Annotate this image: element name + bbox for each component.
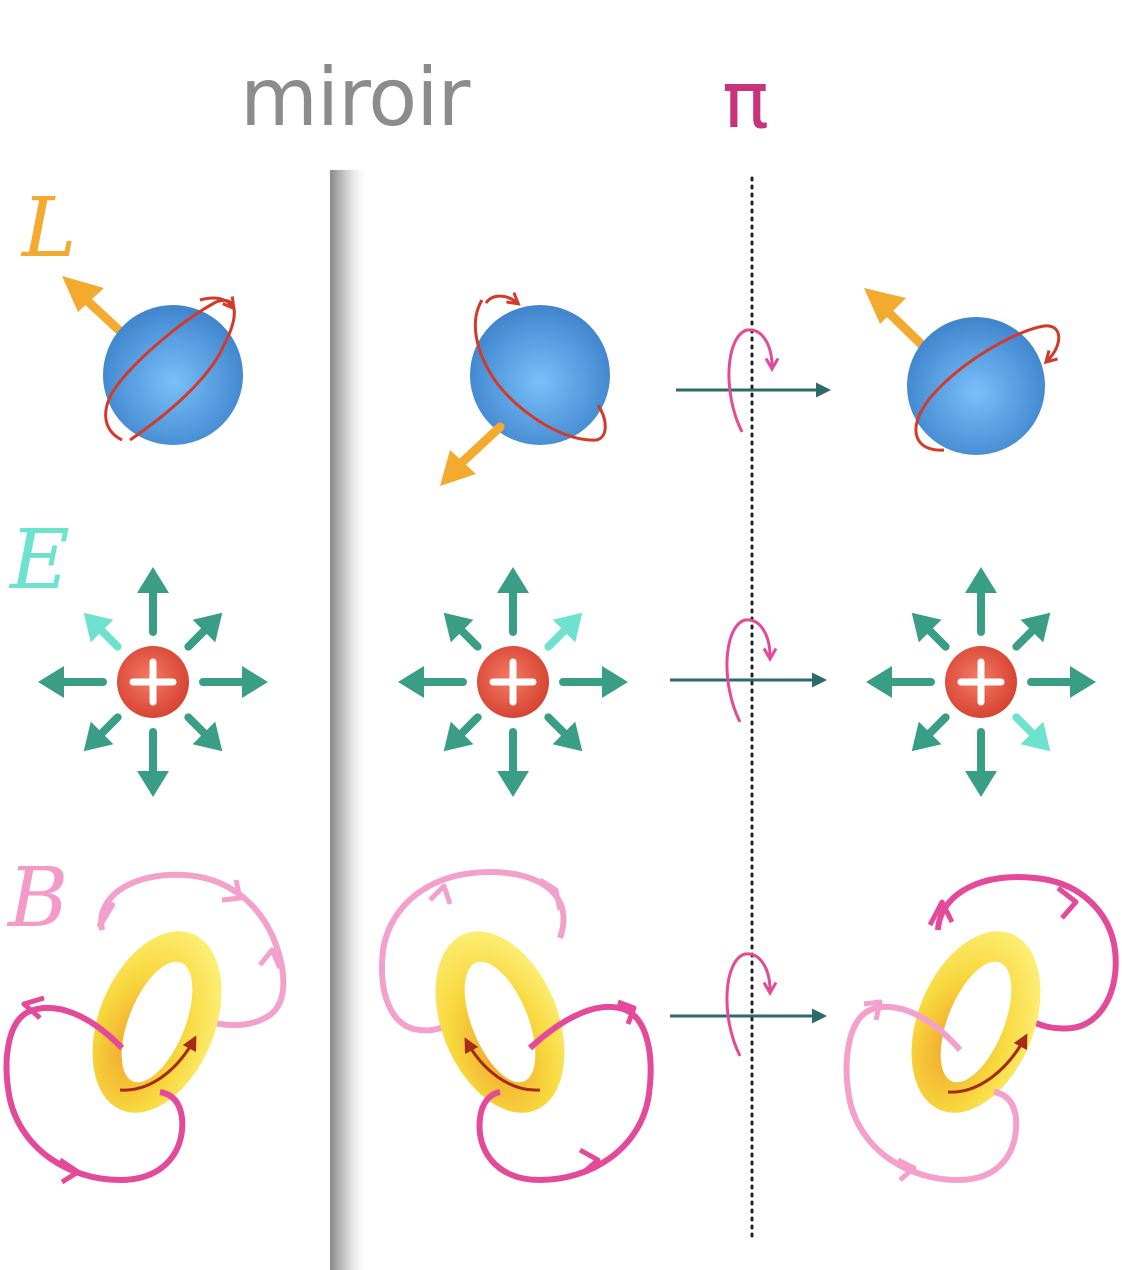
positive-charge-icon [945,646,1017,718]
field-arrow [443,612,482,651]
field-arrow [866,666,935,698]
field-arrow [443,713,482,752]
field-arrow [544,713,583,752]
field-arrow [497,567,529,636]
field-arrow [83,612,122,651]
positive-charge-icon [117,646,189,718]
mirror-label: miroir [240,51,470,144]
field-arrow [911,612,950,651]
spinning-sphere-mirrored [440,292,610,486]
field-arrow [1027,666,1096,698]
electric-field-rotated [866,567,1096,797]
current-loop-rotated [843,874,1119,1184]
electric-field-original [38,567,268,797]
rotation-arc-icon [725,952,778,1057]
positive-charge-icon [477,646,549,718]
field-arrow [544,612,583,651]
field-arrow [965,567,997,636]
rotation-label: π [722,56,769,146]
field-arrow [559,666,628,698]
spinning-sphere-original [62,276,243,445]
electric-field-row [38,567,1096,797]
rotation-arc-icon [725,618,778,723]
field-arrow [137,728,169,797]
row-label-magnetic-field: B [8,851,69,946]
field-arrow [497,728,529,797]
field-arrow [965,728,997,797]
field-arrow [184,713,223,752]
rotation-arc-icon [727,328,780,433]
spinning-sphere-rotated [864,288,1061,455]
current-loop-mirrored [379,868,654,1184]
current-loop-original [3,871,287,1185]
field-arrow [184,612,223,651]
field-arrow [137,567,169,636]
field-arrow [83,713,122,752]
field-arrow [1012,612,1051,651]
field-arrow [38,666,107,698]
mirror-plane [330,170,370,1270]
field-arrow [199,666,268,698]
field-arrow [398,666,467,698]
field-arrow [911,713,950,752]
field-arrow [1012,713,1051,752]
row-label-electric-field: E [10,513,70,608]
row-label-angular-momentum: L [22,181,77,276]
electric-field-mirrored [398,567,628,797]
